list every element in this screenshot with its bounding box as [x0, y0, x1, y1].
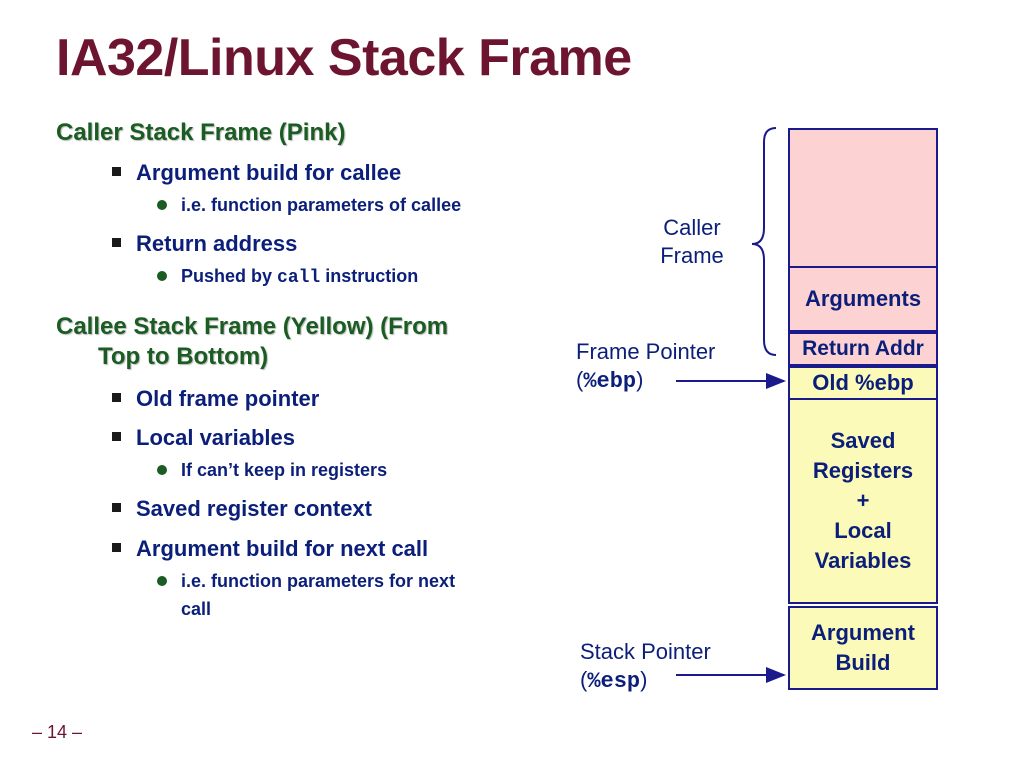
sub-bullet-function-params-callee: i.e. function parameters of callee [157, 191, 461, 219]
page-number: – 14 – [32, 722, 83, 742]
bullet-local-variables: Local variables [112, 425, 295, 451]
bullet-argument-build-next-call: Argument build for next call [112, 536, 428, 562]
saved-registers-local-variables-box: Saved Registers + Local Variables [788, 398, 938, 604]
argument-build-box: Argument Build [788, 606, 938, 690]
bullet-old-frame-pointer: Old frame pointer [112, 386, 319, 412]
sub-bullet-cant-keep-registers: If can’t keep in registers [157, 456, 387, 484]
round-bullet-icon [157, 200, 167, 210]
frame-pointer-label: Frame Pointer (%ebp) [576, 339, 716, 394]
square-bullet-icon [112, 502, 121, 512]
code-call: call [277, 268, 321, 288]
caller-section-heading: Caller Stack Frame (Pink) [56, 119, 346, 146]
round-bullet-icon [157, 465, 167, 475]
callee-section-heading: Callee Stack Frame (Yellow) (From Top to… [56, 313, 449, 370]
sub-bullet-pushed-by-call: Pushed by call instruction [157, 262, 418, 292]
stack-pointer-label: Stack Pointer (%esp) [580, 639, 711, 694]
square-bullet-icon [112, 237, 121, 247]
square-bullet-icon [112, 542, 121, 552]
caller-frame-label: Caller Frame [660, 215, 724, 268]
square-bullet-icon [112, 392, 121, 402]
round-bullet-icon [157, 271, 167, 281]
return-addr-box: Return Addr [788, 332, 938, 366]
old-ebp-box: Old %ebp [788, 366, 938, 400]
arguments-box: Arguments [788, 266, 938, 332]
square-bullet-icon [112, 431, 121, 441]
caller-frame-brace-icon [751, 127, 777, 356]
round-bullet-icon [157, 576, 167, 586]
square-bullet-icon [112, 166, 121, 176]
slide-title: IA32/Linux Stack Frame [56, 29, 632, 87]
caller-frame-upper-box [788, 128, 938, 268]
bullet-return-address: Return address [112, 231, 297, 257]
bullet-argument-build-callee: Argument build for callee [112, 160, 401, 186]
bullet-saved-register-context: Saved register context [112, 496, 372, 522]
